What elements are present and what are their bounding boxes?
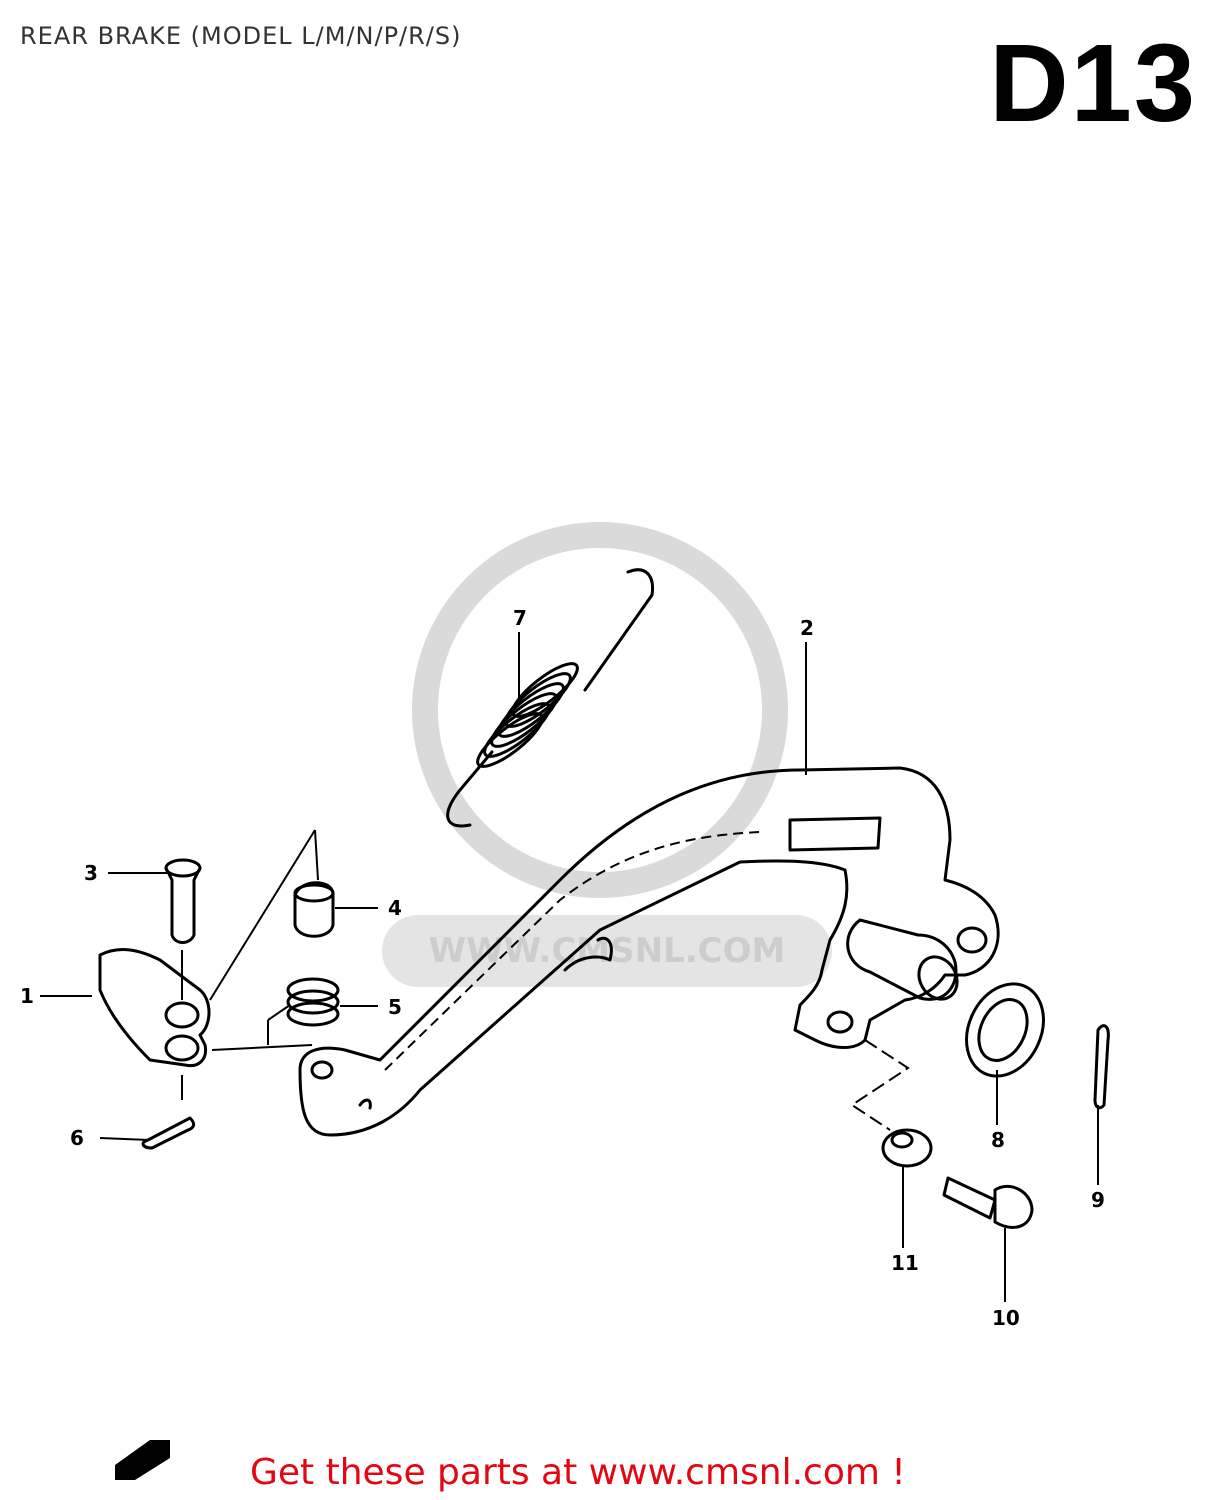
diagram-title: REAR BRAKE (MODEL L/M/N/P/R/S) [20, 22, 462, 50]
watermark-text: WWW.CMSNL.COM [429, 931, 786, 971]
part-brake-pedal [298, 766, 1000, 1137]
callout-1: 1 [20, 984, 34, 1008]
part-bush [293, 881, 335, 938]
front-arrow-icon [115, 1440, 170, 1480]
callout-8: 8 [991, 1128, 1005, 1152]
callout-2: 2 [800, 616, 814, 640]
leader-dashed [850, 1039, 910, 1131]
callout-4: 4 [388, 896, 402, 920]
callout-10: 10 [992, 1306, 1020, 1330]
callout-5: 5 [388, 995, 402, 1019]
callout-7: 7 [513, 606, 527, 630]
leader-lines [40, 632, 1099, 1302]
part-bolt [942, 1176, 1034, 1229]
watermark: WWW.CMSNL.COM [382, 522, 832, 987]
part-nut [881, 1128, 933, 1168]
part-spring [446, 568, 655, 828]
diagram-code: D13 [989, 22, 1197, 145]
callout-3: 3 [84, 861, 98, 885]
part-washer [965, 982, 1045, 1078]
callout-9: 9 [1091, 1188, 1105, 1212]
callout-6: 6 [70, 1126, 84, 1150]
callout-numbers: 1 2 3 4 5 6 7 8 9 10 11 [20, 606, 1105, 1330]
part-spring-washer [286, 977, 340, 1027]
get-parts-link[interactable]: Get these parts at www.cmsnl.com ! [250, 1452, 906, 1493]
part-cotter-pin-small [141, 1116, 196, 1150]
part-pin [164, 858, 202, 944]
callout-11: 11 [891, 1251, 919, 1275]
part-cotter-pin-long [1093, 1024, 1110, 1110]
part-clevis [98, 948, 211, 1068]
